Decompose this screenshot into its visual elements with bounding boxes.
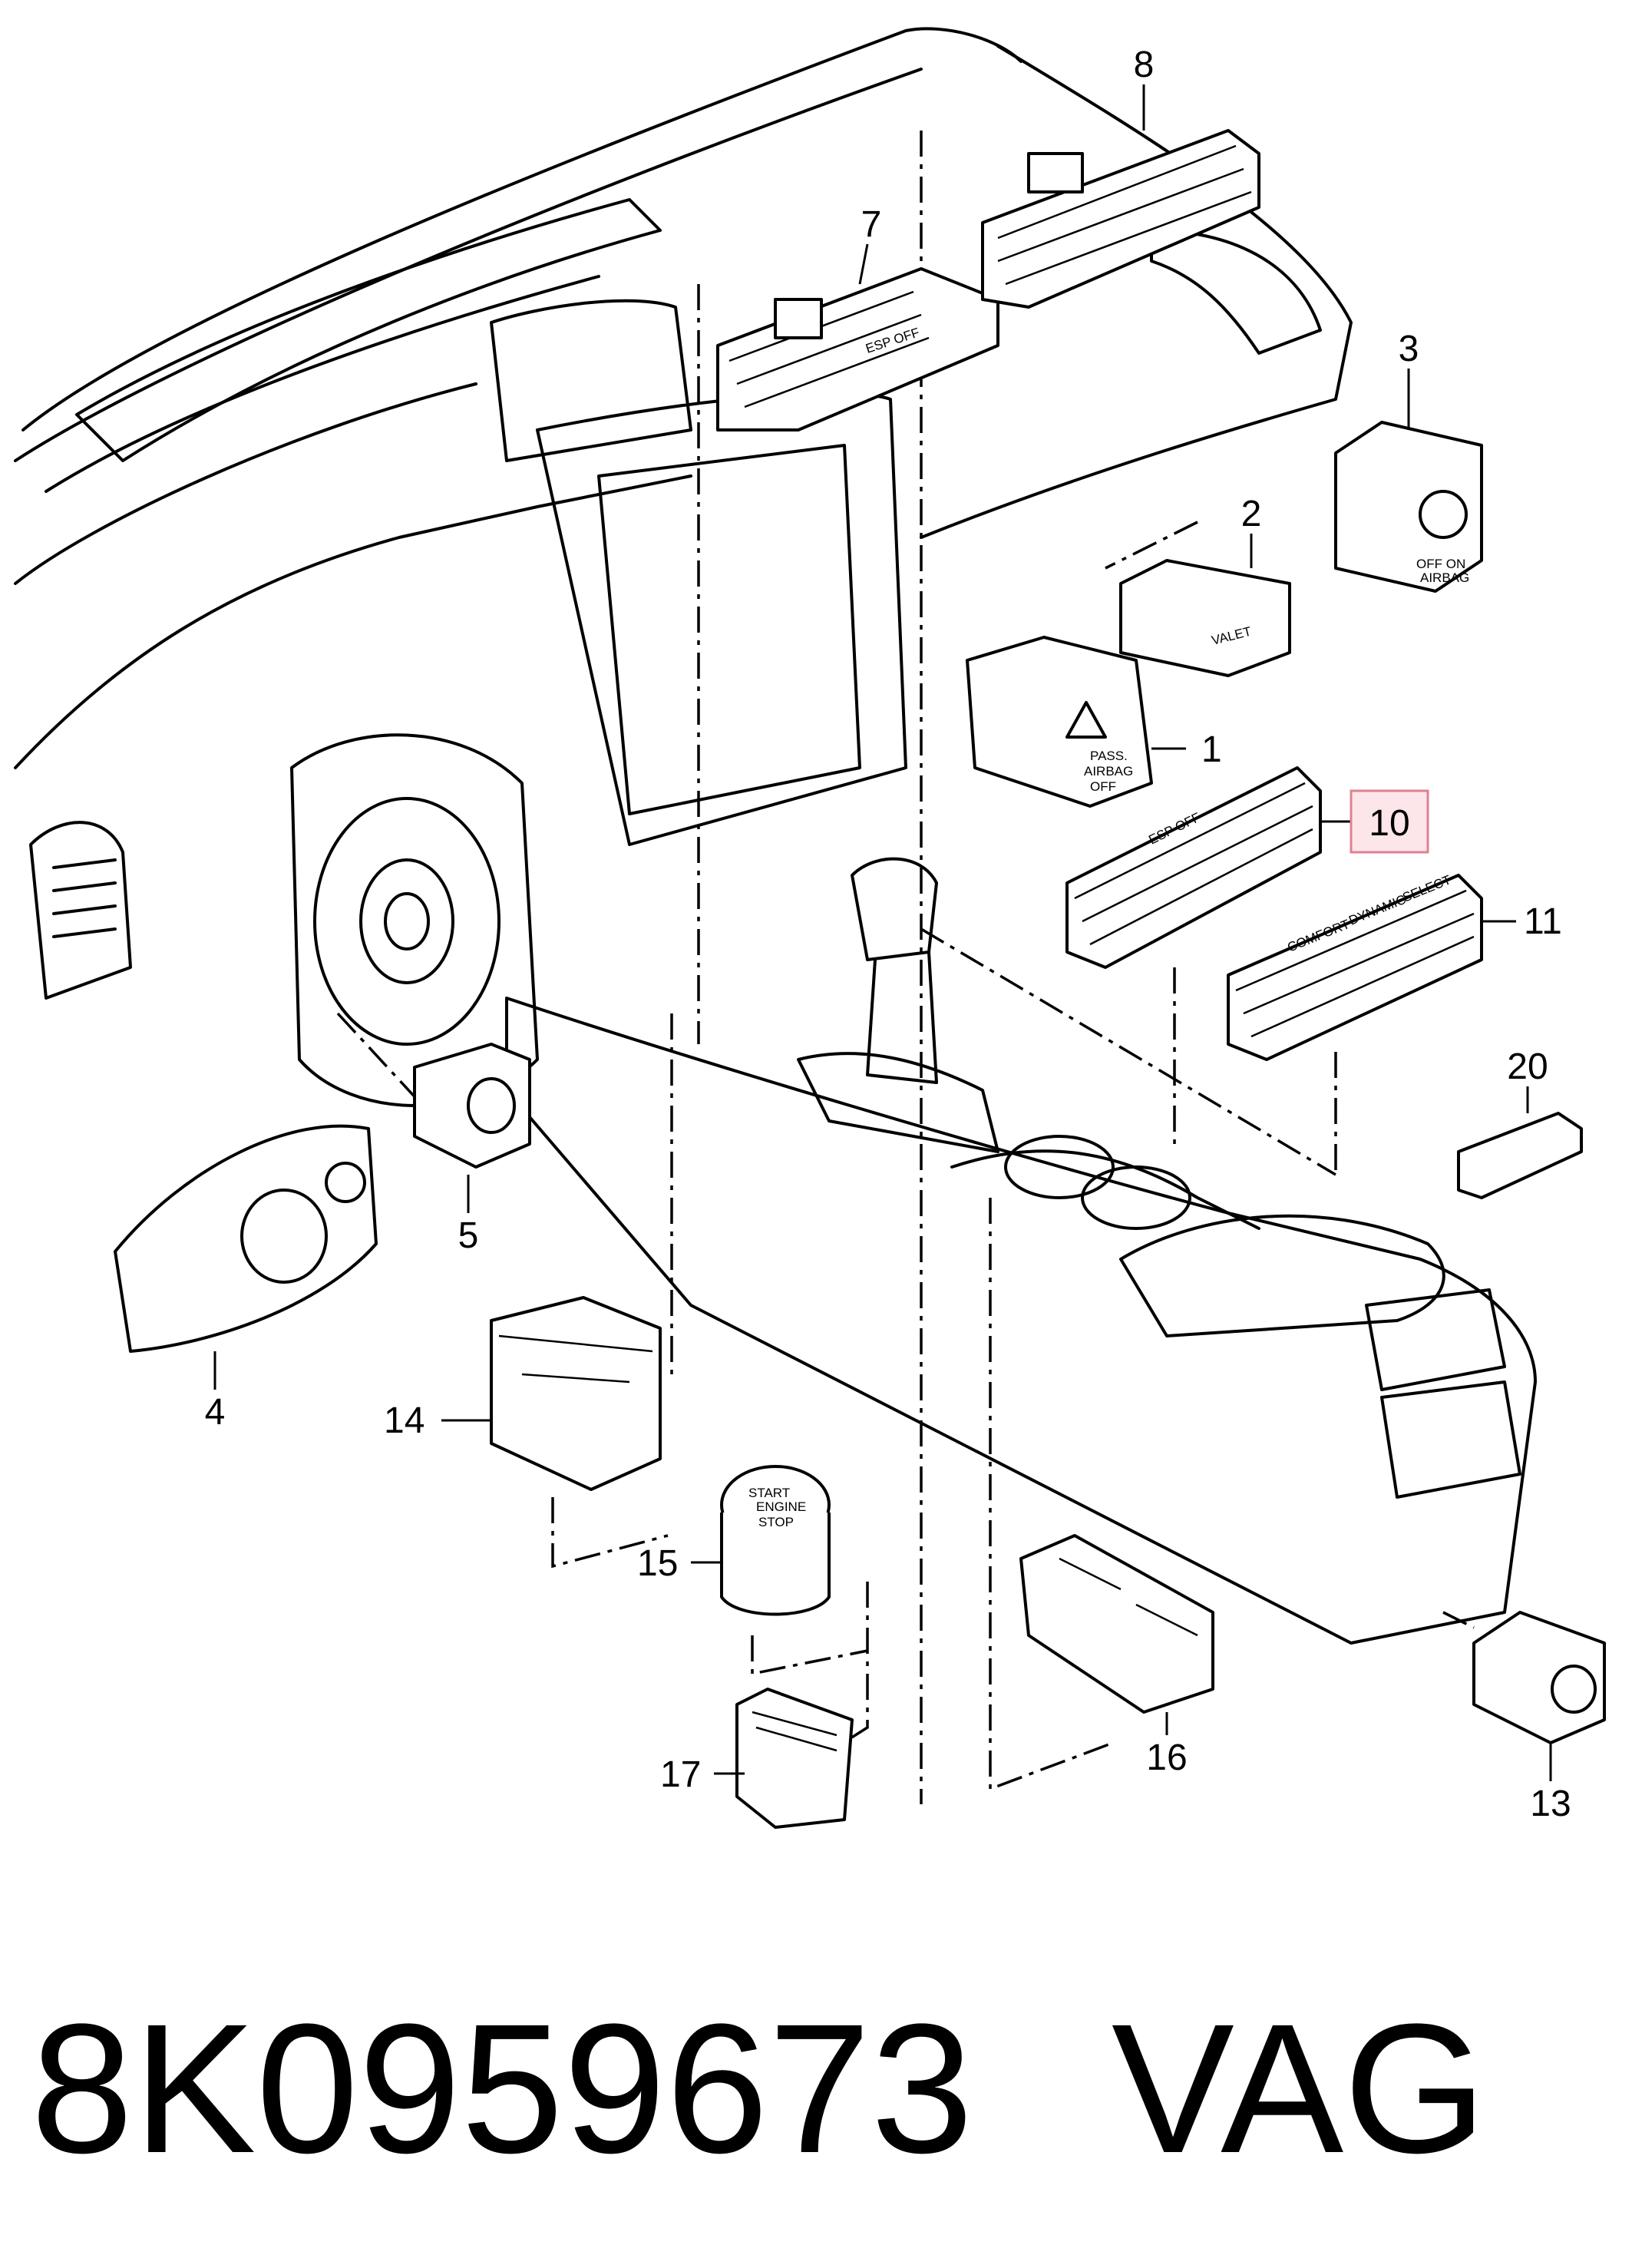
dash-connectors <box>338 131 1474 1804</box>
pass-label: PASS. <box>1090 749 1128 763</box>
footer-caption: 8K0959673 VAG <box>31 1973 1597 2204</box>
callout-1: 1 <box>1201 729 1222 770</box>
part-number: 8K0959673 <box>31 1985 973 2191</box>
part-4-light-switch <box>115 1126 376 1351</box>
stop-label: STOP <box>758 1515 794 1529</box>
callout-17: 17 <box>660 1754 701 1795</box>
callout-8: 8 <box>1134 45 1155 85</box>
callout-10: 10 <box>1369 803 1409 844</box>
part-8-climate-strip <box>983 131 1259 307</box>
part-3-airbag-switch: OFF ON AIRBAG <box>1336 422 1482 591</box>
callout-20: 20 <box>1507 1046 1548 1087</box>
callout-3: 3 <box>1399 329 1419 369</box>
part-11-drive-select-strip: COMFORT DYNAMIC SELECT <box>1228 872 1482 1060</box>
part-17-switch <box>737 1689 852 1827</box>
callout-labels: 8 7 3 2 1 10 11 20 5 4 14 15 16 17 13 <box>205 45 1571 1824</box>
airbag-label-1: AIRBAG <box>1084 764 1133 779</box>
callout-2: 2 <box>1241 494 1262 534</box>
part-13-rear-switch <box>1474 1612 1604 1743</box>
part-15-start-stop-button: START ENGINE STOP <box>722 1466 829 1615</box>
part-2-valet-switch: VALET <box>1121 560 1290 676</box>
callout-10-highlight <box>1351 791 1428 852</box>
callout-15: 15 <box>637 1543 678 1584</box>
airbag-label-3: AIRBAG <box>1420 570 1469 585</box>
callout-5: 5 <box>458 1215 479 1256</box>
start-label: START <box>748 1486 790 1500</box>
callout-4: 4 <box>205 1392 226 1433</box>
callout-7: 7 <box>861 204 882 245</box>
part-7-switch-strip: ESP OFF <box>718 269 998 430</box>
brand-name: VAG <box>1111 1985 1487 2191</box>
part-1-hazard-switch: PASS. AIRBAG OFF <box>967 637 1151 806</box>
callout-13: 13 <box>1530 1784 1571 1824</box>
callout-14: 14 <box>384 1400 425 1441</box>
part-16-window-switch <box>1021 1536 1213 1712</box>
part-5-switch <box>415 1044 530 1167</box>
callout-11: 11 <box>1524 901 1562 942</box>
callout-16: 16 <box>1146 1737 1187 1778</box>
part-20-trunk-switch <box>1459 1113 1581 1198</box>
off-label-1: OFF <box>1090 779 1116 794</box>
part-14-parking-brake-switch <box>491 1298 660 1489</box>
dashboard-outline <box>15 28 1535 1643</box>
callout-leaders <box>215 84 1551 1781</box>
off-on-label: OFF ON <box>1416 557 1465 571</box>
engine-label: ENGINE <box>756 1499 806 1514</box>
